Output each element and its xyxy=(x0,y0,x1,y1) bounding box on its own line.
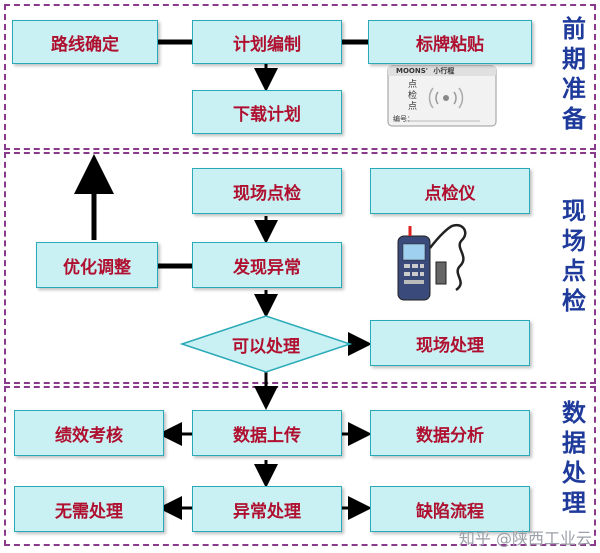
watermark: 知乎 @陕西工业云 xyxy=(458,529,592,548)
node-anomaly: 发现异常 xyxy=(192,242,342,288)
section-label-prep: 前期准备 xyxy=(562,14,586,133)
node-plan: 计划编制 xyxy=(192,20,342,64)
tag-card-brand-name: MOONS' xyxy=(396,67,428,75)
node-none: 无需处理 xyxy=(14,486,164,532)
node-download: 下载计划 xyxy=(192,90,342,134)
tag-card-image xyxy=(387,65,497,127)
section-label-field: 现场点检 xyxy=(562,196,586,315)
node-optimize: 优化调整 xyxy=(36,242,158,288)
node-decision: 可以处理 xyxy=(232,336,300,357)
node-route: 路线确定 xyxy=(12,20,158,64)
tag-card-brand: MOONS' 小行程 xyxy=(396,66,454,76)
node-device: 点检仪 xyxy=(370,168,530,214)
section-prep xyxy=(4,4,596,150)
node-perf: 绩效考核 xyxy=(14,410,164,456)
node-fieldfix: 现场处理 xyxy=(370,320,530,366)
section-label-data: 数据处理 xyxy=(562,398,586,517)
tag-card-vertical-text: 点检点 xyxy=(408,80,418,112)
section-field xyxy=(4,152,596,384)
node-tag: 标牌粘贴 xyxy=(368,20,532,64)
node-handle: 异常处理 xyxy=(192,486,342,532)
tag-card-number-label: 编号： xyxy=(393,115,414,123)
node-inspect: 现场点检 xyxy=(192,168,342,214)
node-upload: 数据上传 xyxy=(192,410,342,456)
node-defect: 缺陷流程 xyxy=(370,486,530,532)
handheld-device-image xyxy=(397,223,467,301)
section-data xyxy=(4,386,596,546)
node-analysis: 数据分析 xyxy=(370,410,530,456)
tag-card-brand-sub: 小行程 xyxy=(433,67,455,75)
decision-diamond xyxy=(179,315,353,373)
